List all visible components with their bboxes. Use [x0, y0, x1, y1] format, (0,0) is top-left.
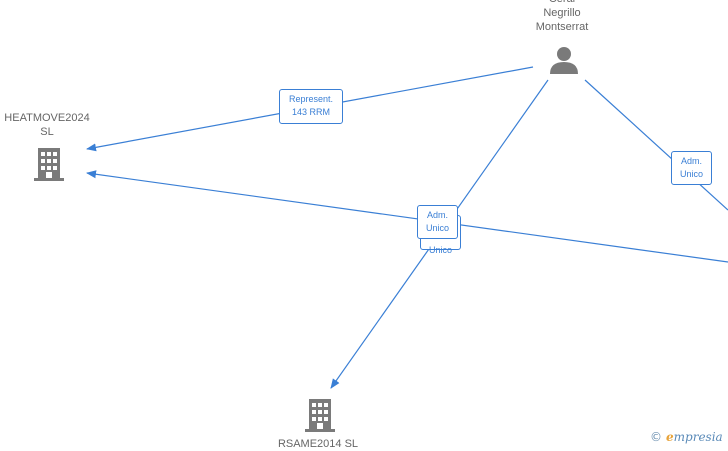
node-label-rsame[interactable]: RSAME2014 SL	[277, 438, 359, 450]
edge-person-to-right[interactable]	[584, 79, 728, 211]
building-icon-rsame[interactable]	[305, 399, 335, 432]
node-label-person[interactable]: Ceral Negrillo Montserrat	[535, 0, 589, 33]
empresia-logo-text: mpresia	[673, 430, 723, 444]
node-label-heatmove[interactable]: HEATMOVE2024 SL	[4, 112, 90, 138]
edge-right-to-heatmove[interactable]	[86, 170, 728, 263]
edge-label-represent[interactable]: Represent. 143 RRM	[279, 89, 343, 124]
copyright-symbol: ©	[650, 430, 662, 444]
empresia-logo-initial: e	[666, 430, 674, 444]
building-icon-heatmove[interactable]	[34, 148, 64, 181]
edge-label-adm-unico-center[interactable]: Adm. Unico	[417, 205, 458, 239]
person-icon[interactable]	[550, 47, 578, 74]
empresia-watermark: © empresia	[650, 430, 723, 448]
edge-label-adm-unico-right[interactable]: Adm. Unico	[671, 151, 712, 185]
